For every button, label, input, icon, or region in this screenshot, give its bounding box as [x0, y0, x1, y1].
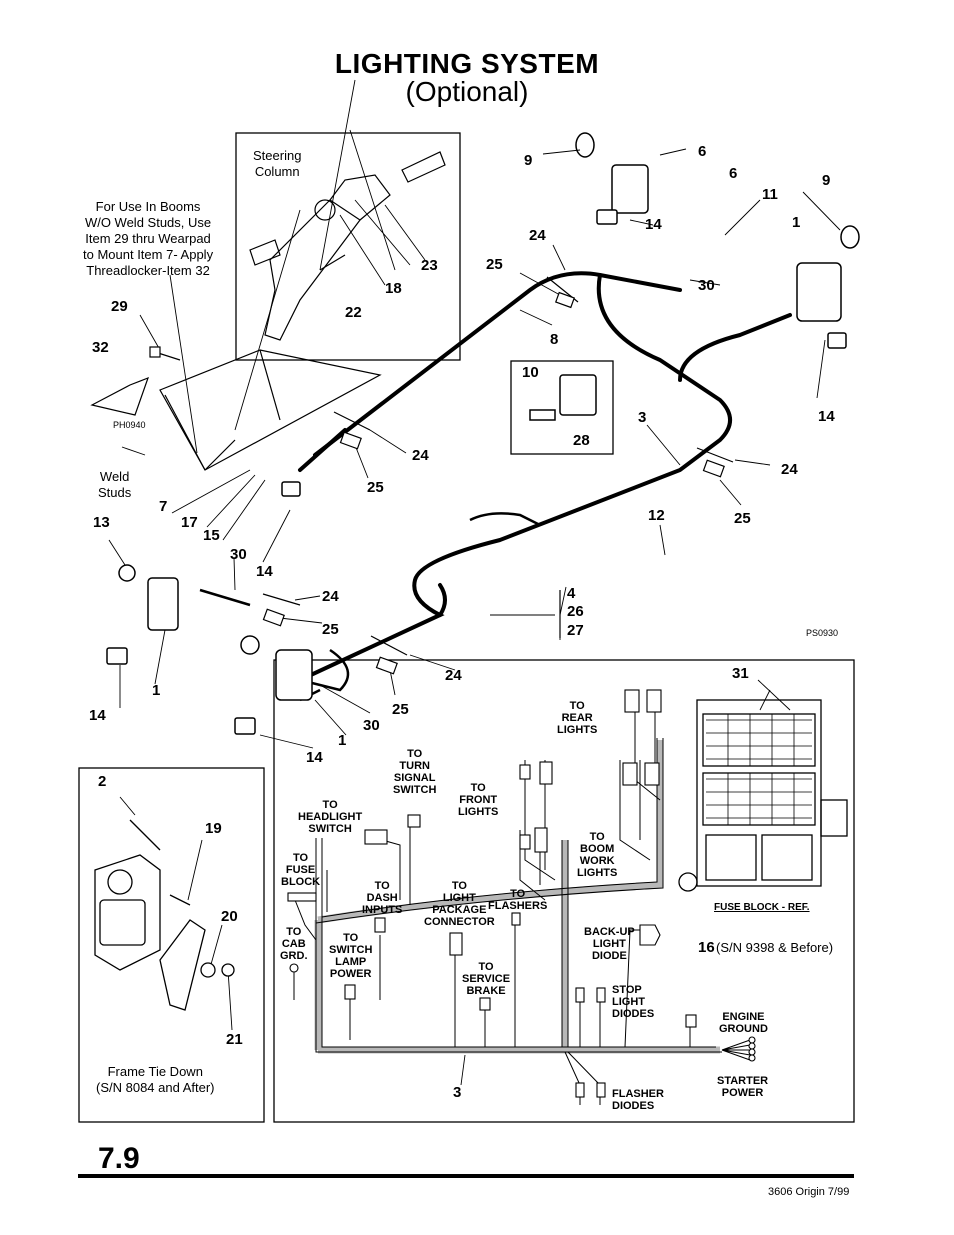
callout-14: 14 [645, 216, 662, 233]
callout-24: 24 [322, 588, 339, 605]
steering-inset-box [235, 132, 461, 361]
callout-25: 25 [367, 479, 384, 496]
callout-17: 17 [181, 514, 198, 531]
page-rule [78, 1174, 854, 1178]
callout-21: 21 [226, 1031, 243, 1048]
cable-ties [262, 276, 734, 675]
fuse-grid [706, 714, 812, 825]
schematic-connectors [287, 689, 756, 1098]
callout-14: 14 [306, 749, 323, 766]
callout-2: 2 [98, 773, 107, 790]
ph-code: PH0940 [113, 420, 146, 430]
callout-7: 7 [159, 498, 168, 515]
callout-18: 18 [385, 280, 402, 297]
note-sn-9398: (S/N 9398 & Before) [716, 940, 834, 955]
schematic-trunk [314, 740, 720, 1054]
callout-32: 32 [92, 339, 109, 356]
callout-28: 28 [573, 432, 590, 449]
callout-3: 3 [638, 409, 647, 426]
fuse-block-ref: FUSE BLOCK - REF. [714, 902, 810, 913]
page-subtitle: (Optional) [405, 76, 529, 107]
document-origin: 3606 Origin 7/99 [768, 1186, 850, 1198]
callout-22: 22 [345, 304, 362, 321]
callout-9: 9 [822, 172, 831, 189]
frame-tiedown-sketch [94, 819, 235, 1011]
callout-11: 11 [762, 186, 778, 203]
callout-29: 29 [111, 298, 128, 315]
callout-12: 12 [648, 507, 665, 524]
callout-24: 24 [529, 227, 546, 244]
callout-1: 1 [152, 682, 161, 699]
note-frame-tie-down: Frame Tie Down(S/N 8084 and After) [96, 1064, 215, 1095]
fuse-block [696, 699, 822, 887]
callout-31: 31 [732, 665, 749, 682]
main-harness [298, 271, 792, 682]
callout-25: 25 [392, 701, 409, 718]
callout-30: 30 [363, 717, 380, 734]
callout-4: 4 [567, 585, 576, 602]
callout-14: 14 [89, 707, 106, 724]
callout-1: 1 [792, 214, 801, 231]
callout-30: 30 [698, 277, 715, 294]
harness-schematic-box [273, 659, 855, 1123]
callout-25: 25 [322, 621, 339, 638]
callout-24: 24 [781, 461, 798, 478]
callout-24: 24 [445, 667, 462, 684]
callout-15: 15 [203, 527, 220, 544]
callout-6: 6 [698, 143, 707, 160]
callout-30: 30 [230, 546, 247, 563]
lamp-assemblies [106, 132, 860, 735]
callout-26: 26 [567, 603, 584, 620]
steering-column-sketch [249, 151, 446, 341]
callout-14: 14 [818, 408, 835, 425]
frame-inset-box [78, 767, 265, 1123]
boom-structure [159, 349, 382, 471]
callout-25: 25 [734, 510, 751, 527]
callout-6: 6 [729, 165, 738, 182]
callout-14: 14 [256, 563, 273, 580]
page-title: LIGHTING SYSTEM [334, 48, 600, 79]
switch-inset-box [510, 360, 614, 455]
callout-13: 13 [93, 514, 110, 531]
callout-8: 8 [550, 331, 559, 348]
callout-9: 9 [524, 152, 533, 169]
callout-16: 16 [698, 939, 715, 956]
wearpad-parts [90, 346, 181, 416]
ps-code: PS0930 [806, 628, 839, 638]
callout-25: 25 [486, 256, 503, 273]
callout-10: 10 [522, 364, 539, 381]
callout-23: 23 [421, 257, 438, 274]
callout-27: 27 [567, 622, 584, 639]
leader-lines [108, 79, 841, 1086]
page-number: 7.9 [98, 1142, 140, 1175]
callout-20: 20 [221, 908, 238, 925]
callout-1: 1 [338, 732, 347, 749]
callout-24: 24 [412, 447, 429, 464]
callout-19: 19 [205, 820, 222, 837]
callout-3: 3 [453, 1084, 462, 1101]
